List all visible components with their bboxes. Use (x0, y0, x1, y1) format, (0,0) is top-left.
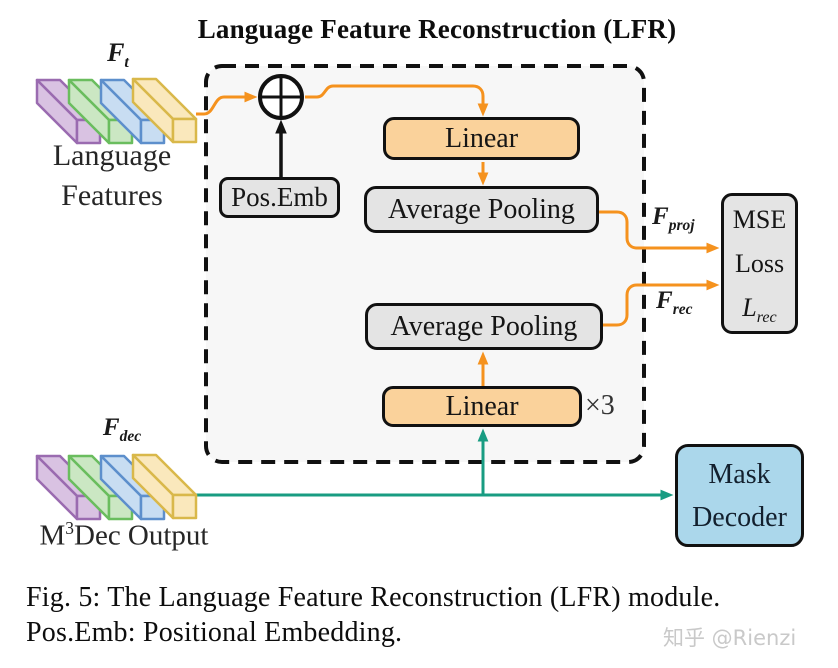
arrow-frec-to-mse (603, 279, 720, 327)
frec-label: Frec (656, 287, 693, 318)
mse-loss-box: MSE Loss Lrec (721, 193, 798, 334)
times-3-label: ×3 (585, 390, 615, 421)
decoder-output-bars (35, 453, 198, 521)
average-pooling-bottom-box: Average Pooling (365, 303, 603, 350)
language-features-label: Language Features (52, 139, 172, 212)
orange-flow-paths (196, 84, 720, 386)
fdec-label: Fdec (102, 414, 142, 445)
linear-bottom-box: Linear (382, 386, 582, 427)
language-feature-bars (35, 77, 198, 145)
pos-emb-box: Pos.Emb (219, 177, 340, 218)
watermark: 知乎 @Rienzi (663, 626, 797, 650)
lrec-label: Lrec (742, 292, 777, 326)
average-pooling-top-box: Average Pooling (364, 186, 599, 233)
arrow-features-to-sum (196, 91, 258, 116)
linear-top-box: Linear (383, 117, 580, 160)
figure-caption: Fig. 5: The Language Feature Reconstruct… (26, 582, 721, 648)
diagram-title: Language Feature Reconstruction (LFR) (197, 14, 677, 44)
yellow-bar (131, 453, 198, 520)
arrow-sum-to-linear (305, 84, 489, 117)
m3dec-output-label: M3Dec Output (39, 518, 209, 552)
arrow-fproj-to-mse (599, 210, 720, 254)
mask-decoder-box: Mask Decoder (675, 444, 804, 547)
yellow-bar (131, 77, 198, 144)
decoder-output-path (196, 428, 674, 501)
sum-circle-plus-icon (258, 74, 304, 120)
ft-label: Ft (107, 38, 129, 72)
fproj-label: Fproj (652, 203, 695, 234)
lfr-dashed-container (204, 64, 646, 464)
